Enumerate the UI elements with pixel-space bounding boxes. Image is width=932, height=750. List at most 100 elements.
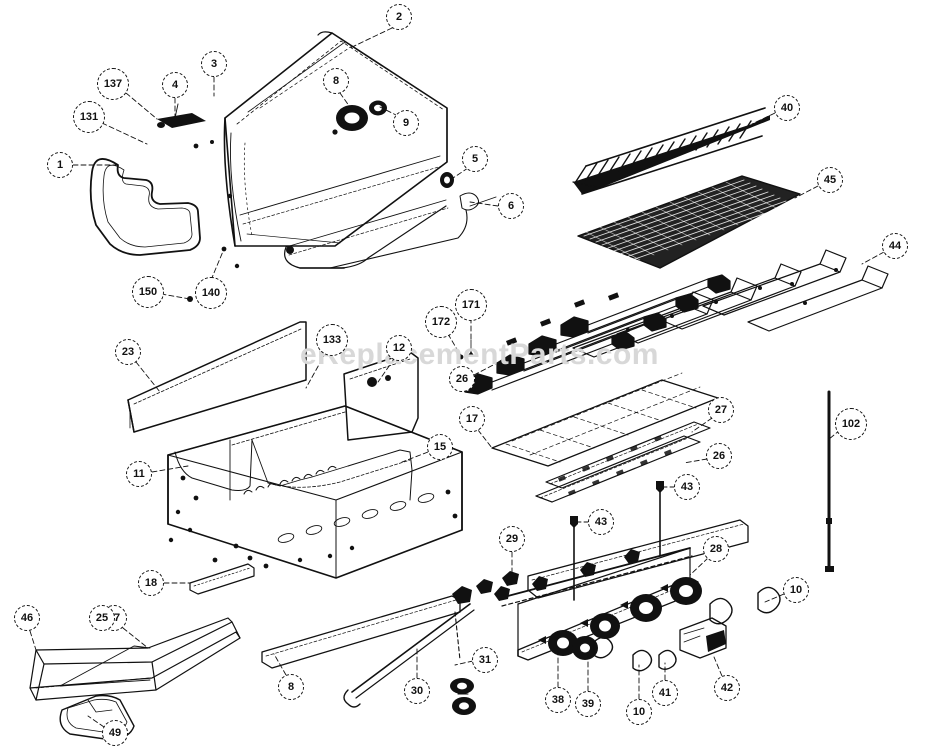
callout-label: 9 (402, 116, 410, 129)
callout-38[interactable]: 38 (545, 687, 571, 713)
callout-label: 44 (888, 239, 902, 252)
callout-label: 18 (144, 576, 158, 589)
callout-label: 49 (108, 726, 122, 739)
callout-29[interactable]: 29 (499, 526, 525, 552)
callout-label: 10 (632, 705, 646, 718)
callout-leader-lines (29, 27, 885, 728)
leader-line-17 (477, 429, 493, 449)
callout-31[interactable]: 31 (472, 647, 498, 673)
callout-2[interactable]: 2 (386, 4, 412, 30)
callout-49[interactable]: 49 (102, 720, 128, 746)
callout-171[interactable]: 171 (455, 289, 487, 321)
leader-line-140 (210, 248, 225, 281)
callout-4[interactable]: 4 (162, 72, 188, 98)
callout-3[interactable]: 3 (201, 51, 227, 77)
callout-27[interactable]: 27 (708, 397, 734, 423)
callout-23[interactable]: 23 (115, 339, 141, 365)
callout-1[interactable]: 1 (47, 152, 73, 178)
leader-line-49 (87, 715, 105, 728)
callout-label: 3 (210, 57, 218, 70)
leader-line-6 (469, 201, 499, 207)
callout-label: 1 (56, 158, 64, 171)
callout-137[interactable]: 137 (97, 68, 129, 100)
leader-line-11 (151, 465, 189, 473)
callout-label: 46 (20, 611, 34, 624)
callout-label: 8 (287, 680, 295, 693)
callout-label: 2 (395, 10, 403, 23)
callout-label: 45 (823, 173, 837, 186)
callout-label: 39 (581, 697, 595, 710)
callout-label: 10 (789, 583, 803, 596)
callout-42[interactable]: 42 (714, 675, 740, 701)
callout-10[interactable]: 10 (626, 699, 652, 725)
rotisserie-rod (825, 390, 834, 572)
callout-label: 102 (841, 417, 861, 430)
callout-label: 26 (455, 372, 469, 385)
callout-label: 11 (133, 467, 145, 480)
callout-43[interactable]: 43 (674, 474, 700, 500)
callout-label: 15 (433, 440, 447, 453)
callout-131[interactable]: 131 (73, 101, 105, 133)
callout-label: 131 (79, 110, 99, 123)
leader-line-2 (349, 27, 393, 49)
leader-line-45 (794, 185, 819, 199)
leader-line-26 (683, 458, 708, 464)
callout-44[interactable]: 44 (882, 233, 908, 259)
leader-line-42 (713, 656, 723, 677)
callout-15[interactable]: 15 (427, 434, 453, 460)
leader-line-8 (273, 653, 287, 676)
callout-43[interactable]: 43 (588, 509, 614, 535)
callout-10[interactable]: 10 (783, 577, 809, 603)
callout-17[interactable]: 17 (459, 406, 485, 432)
grease-pan-group (29, 617, 241, 741)
callout-26[interactable]: 26 (449, 366, 475, 392)
callout-41[interactable]: 41 (652, 680, 678, 706)
callout-39[interactable]: 39 (575, 691, 601, 717)
callout-140[interactable]: 140 (195, 277, 227, 309)
callout-18[interactable]: 18 (138, 570, 164, 596)
callout-40[interactable]: 40 (774, 95, 800, 121)
callout-label: 41 (658, 686, 672, 699)
burner-tube-group (457, 274, 731, 503)
callout-8[interactable]: 8 (323, 68, 349, 94)
leader-line-26 (473, 362, 498, 376)
callout-label: 26 (712, 449, 726, 462)
leader-line-15 (401, 451, 429, 463)
callout-label: 133 (322, 333, 342, 346)
callout-28[interactable]: 28 (703, 536, 729, 562)
callout-45[interactable]: 45 (817, 167, 843, 193)
callout-label: 12 (392, 341, 406, 354)
callout-172[interactable]: 172 (425, 306, 457, 338)
callout-label: 43 (680, 480, 694, 493)
leader-line-150 (160, 293, 191, 300)
control-panel-assembly (343, 481, 781, 715)
leader-line-12 (377, 358, 395, 383)
callout-label: 4 (171, 78, 179, 91)
callout-46[interactable]: 46 (14, 605, 40, 631)
callout-label: 150 (138, 285, 158, 298)
callout-label: 27 (714, 403, 728, 416)
callout-30[interactable]: 30 (404, 678, 430, 704)
callout-102[interactable]: 102 (835, 408, 867, 440)
callout-label: 172 (431, 315, 451, 328)
callout-label: 38 (551, 693, 565, 706)
callout-26[interactable]: 26 (706, 443, 732, 469)
callout-label: 6 (507, 199, 515, 212)
callout-9[interactable]: 9 (393, 110, 419, 136)
callout-label: 140 (201, 286, 221, 299)
callout-11[interactable]: 11 (126, 461, 152, 487)
leader-line-27 (691, 417, 713, 433)
callout-133[interactable]: 133 (316, 324, 348, 356)
callout-12[interactable]: 12 (386, 335, 412, 361)
callout-150[interactable]: 150 (132, 276, 164, 308)
leader-line-46 (29, 630, 37, 651)
lid-assembly (89, 31, 497, 302)
callout-8[interactable]: 8 (278, 674, 304, 700)
callout-label: 25 (95, 611, 109, 624)
callout-5[interactable]: 5 (462, 146, 488, 172)
leader-line-137 (125, 92, 158, 120)
callout-25[interactable]: 25 (89, 605, 115, 631)
callout-6[interactable]: 6 (498, 193, 524, 219)
